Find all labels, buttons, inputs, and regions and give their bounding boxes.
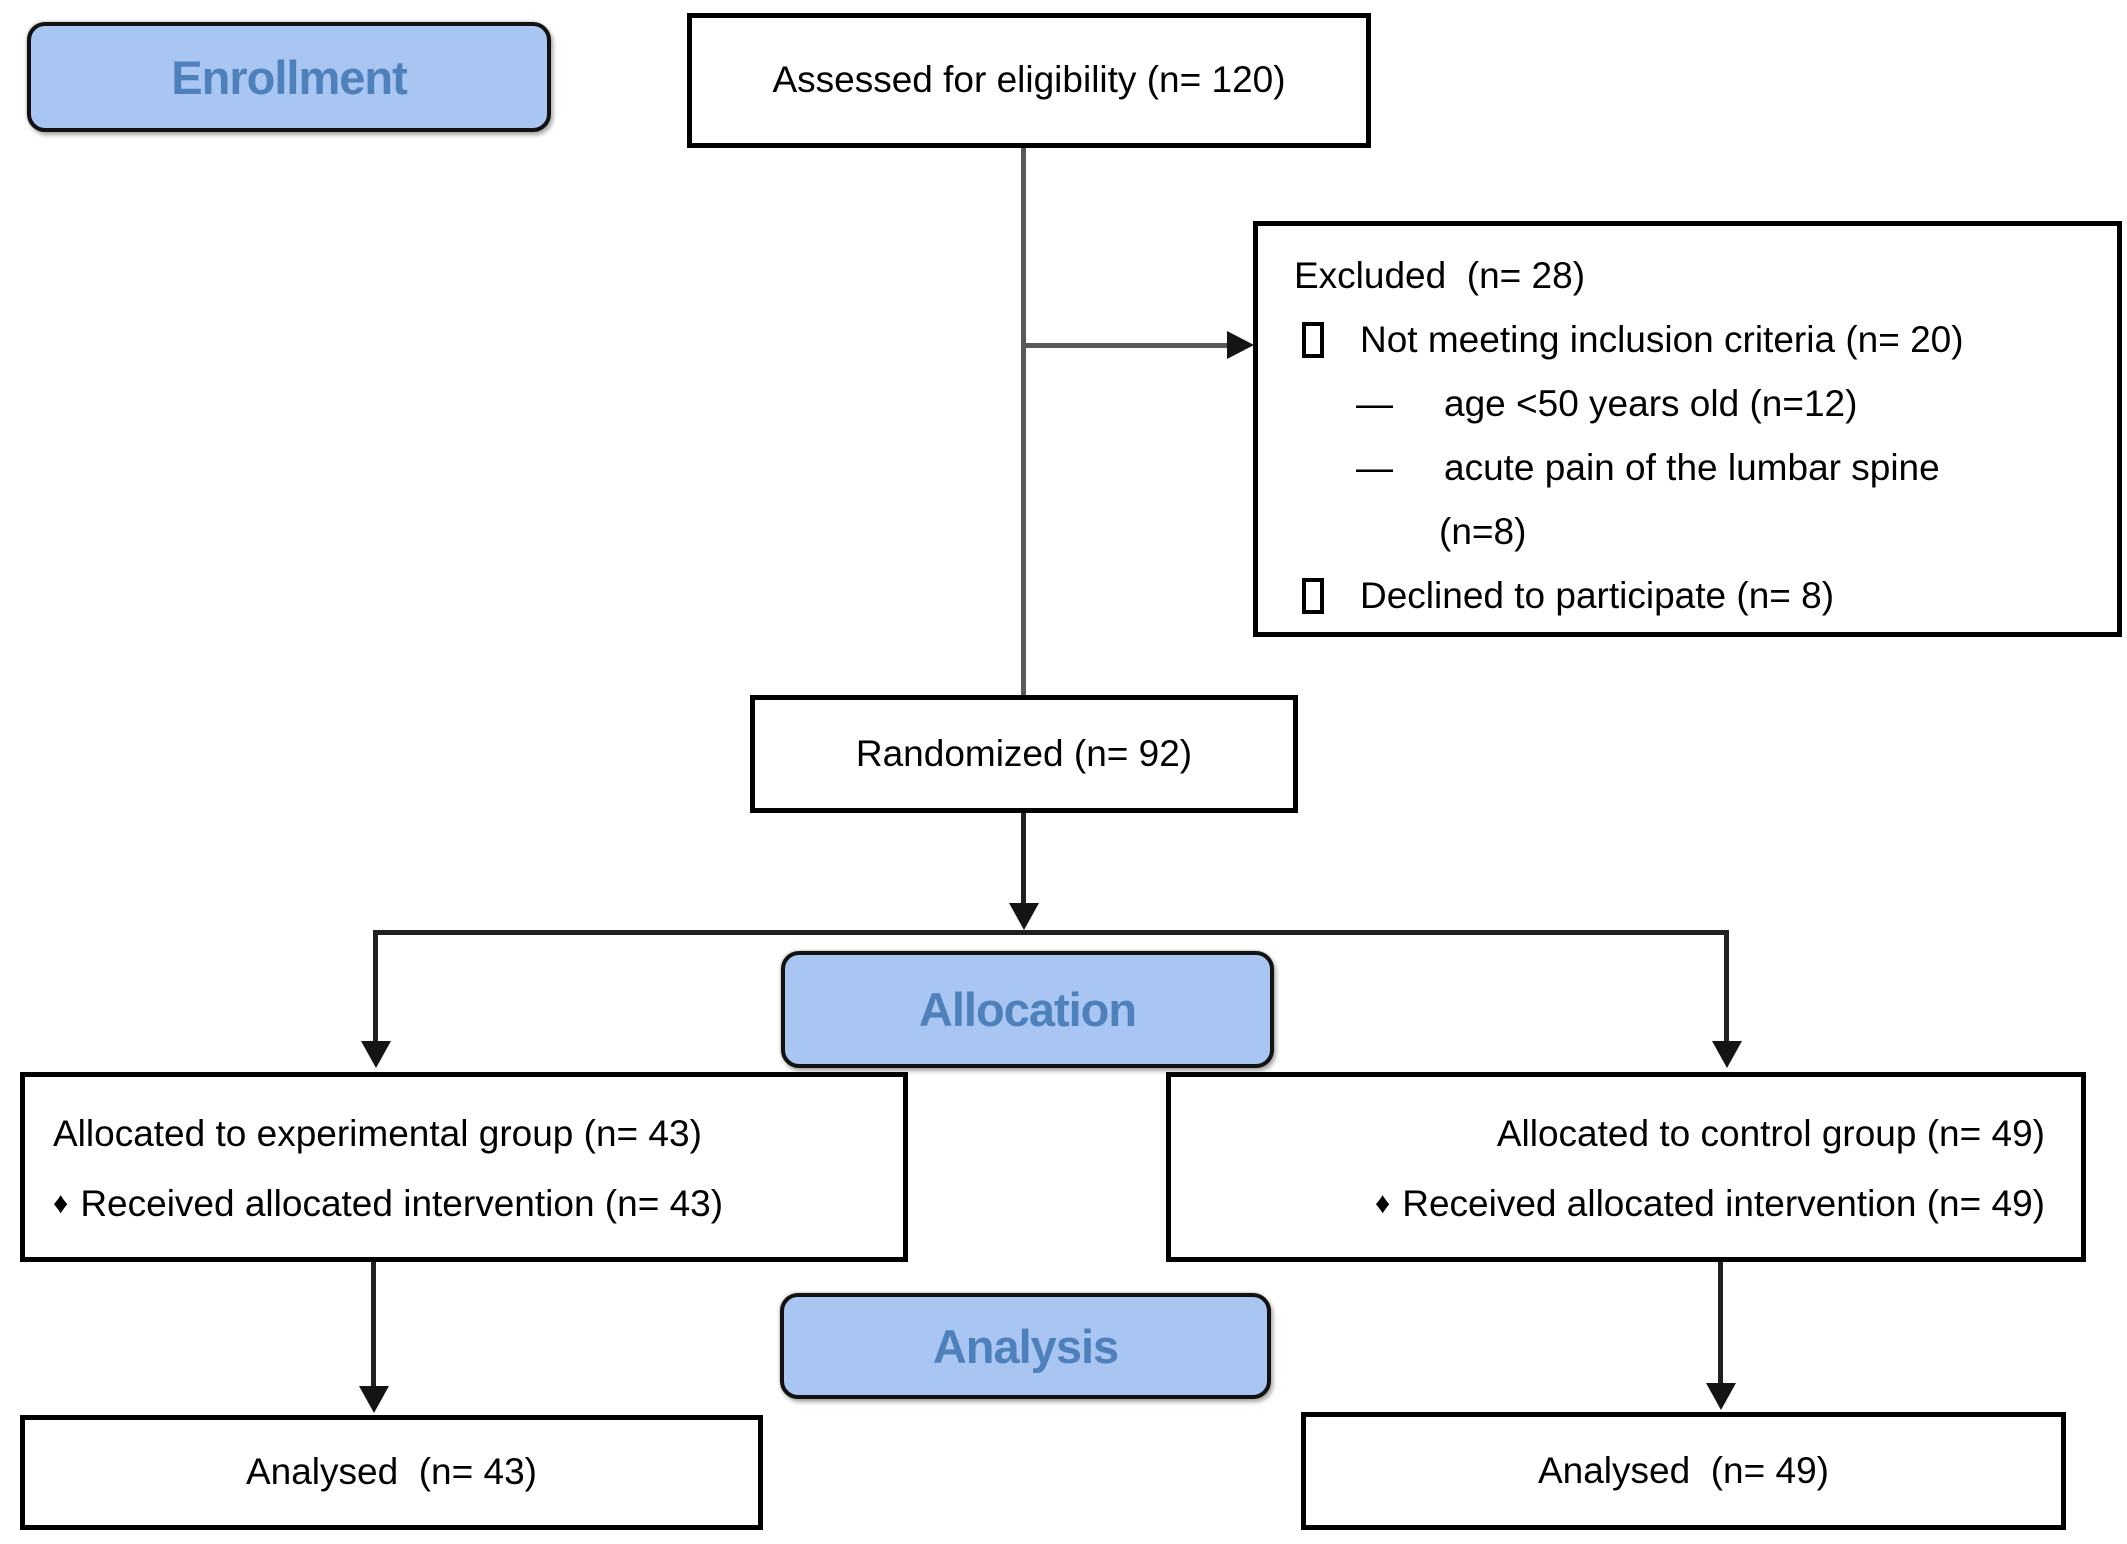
allocated-experimental-box: Allocated to experimental group (n= 43) … bbox=[20, 1072, 908, 1262]
excluded-item-not-meeting-criteria: Not meeting inclusion criteria (n= 20) bbox=[1302, 308, 2103, 372]
excluded-item1-label: Not meeting inclusion criteria (n= 20) bbox=[1360, 318, 1964, 360]
arrowhead-down-icon bbox=[1009, 903, 1039, 930]
stage-banner-analysis: Analysis bbox=[780, 1293, 1271, 1399]
arrowhead-down-icon bbox=[1706, 1383, 1736, 1410]
square-bullet-icon bbox=[1302, 578, 1324, 614]
excluded-sub2-continuation: (n=8) bbox=[1439, 510, 1527, 552]
diamond-bullet-icon: ♦ bbox=[1374, 1187, 1391, 1221]
arrowhead-down-icon bbox=[1712, 1041, 1742, 1068]
dash-bullet-icon: — bbox=[1356, 382, 1393, 424]
connector-branch-to-experimental bbox=[373, 930, 378, 1042]
arrowhead-down-icon bbox=[361, 1041, 391, 1068]
received-intervention-experimental-label: Received allocated intervention (n= 43) bbox=[80, 1182, 724, 1224]
assessed-for-eligibility-box: Assessed for eligibility (n= 120) bbox=[687, 13, 1371, 148]
connector-branch-to-control bbox=[1724, 930, 1729, 1042]
allocated-control-box: Allocated to control group (n= 49) ♦ Rec… bbox=[1166, 1072, 2086, 1262]
excluded-item-declined: Declined to participate (n= 8) bbox=[1302, 564, 2103, 628]
diamond-bullet-icon: ♦ bbox=[53, 1187, 69, 1221]
stage-banner-enrollment: Enrollment bbox=[27, 22, 551, 132]
connector-experimental-to-analysed bbox=[371, 1262, 376, 1387]
analysed-control-box: Analysed (n= 49) bbox=[1301, 1412, 2066, 1530]
connector-control-to-analysed bbox=[1718, 1262, 1723, 1384]
excluded-subitem-acute-pain: — acute pain of the lumbar spine bbox=[1356, 436, 2103, 500]
excluded-title: Excluded (n= 28) bbox=[1294, 254, 1586, 296]
dash-bullet-icon: — bbox=[1356, 446, 1393, 488]
connector-to-excluded bbox=[1023, 343, 1228, 348]
analysed-experimental-box: Analysed (n= 43) bbox=[20, 1415, 763, 1530]
allocated-experimental-line2: ♦ Received allocated intervention (n= 43… bbox=[53, 1169, 883, 1239]
analysed-experimental-label: Analysed (n= 43) bbox=[245, 1451, 538, 1493]
excluded-subitem-age: — age <50 years old (n=12) bbox=[1356, 372, 2103, 436]
allocated-experimental-line1: Allocated to experimental group (n= 43) bbox=[53, 1112, 702, 1154]
connector-assessed-to-randomized bbox=[1021, 148, 1026, 697]
excluded-item2-label: Declined to participate (n= 8) bbox=[1360, 574, 1835, 616]
stage-banner-allocation: Allocation bbox=[781, 951, 1274, 1068]
allocated-control-line1: Allocated to control group (n= 49) bbox=[1496, 1112, 2045, 1154]
square-bullet-icon bbox=[1302, 322, 1324, 358]
assessed-label: Assessed for eligibility (n= 120) bbox=[772, 59, 1286, 101]
connector-randomized-to-branch bbox=[1021, 813, 1026, 905]
randomized-box: Randomized (n= 92) bbox=[750, 695, 1298, 813]
arrowhead-right-icon bbox=[1227, 331, 1254, 359]
allocated-control-line2: ♦ Received allocated intervention (n= 49… bbox=[1191, 1169, 2045, 1239]
received-intervention-control-label: Received allocated intervention (n= 49) bbox=[1402, 1182, 2045, 1224]
stage-label-analysis: Analysis bbox=[932, 1319, 1119, 1373]
stage-label-enrollment: Enrollment bbox=[171, 50, 407, 104]
excluded-sub2-label: acute pain of the lumbar spine bbox=[1444, 446, 1940, 488]
arrowhead-down-icon bbox=[359, 1386, 389, 1413]
randomized-label: Randomized (n= 92) bbox=[855, 732, 1193, 774]
analysed-control-label: Analysed (n= 49) bbox=[1537, 1449, 1830, 1491]
stage-label-allocation: Allocation bbox=[918, 983, 1137, 1036]
branch-horizontal-line bbox=[373, 930, 1729, 935]
excluded-sub1-label: age <50 years old (n=12) bbox=[1444, 382, 1858, 424]
excluded-box: Excluded (n= 28) Not meeting inclusion c… bbox=[1253, 221, 2122, 637]
